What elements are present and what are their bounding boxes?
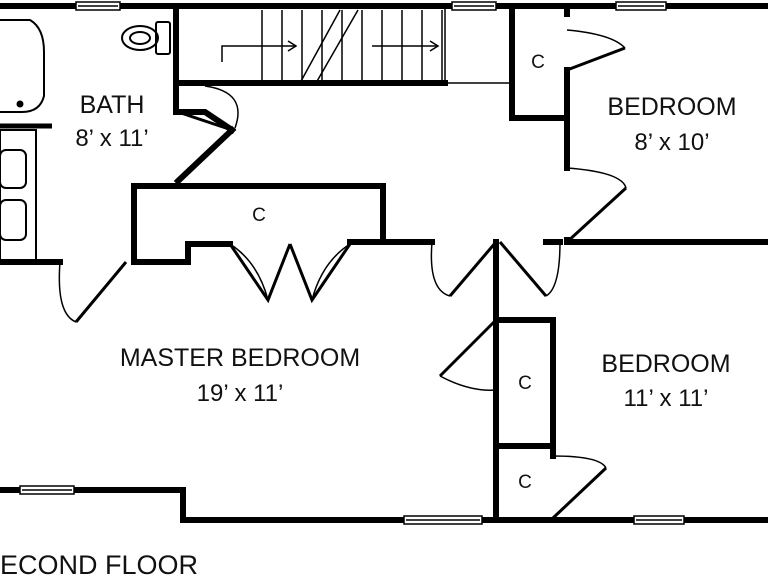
master-size: 19’ x 11’: [197, 380, 284, 407]
bedroom2-size: 11’ x 11’: [624, 385, 709, 412]
bedroom2-name: BEDROOM: [601, 350, 730, 378]
closet-master-label: C: [252, 205, 266, 226]
wall-mid-right-closet: [493, 317, 556, 449]
fixtures: [0, 19, 171, 263]
wall-bath-diag: [173, 125, 237, 186]
bath-name: BATH: [80, 91, 145, 119]
windows: [19, 1, 685, 525]
closet-mid-right-label: C: [518, 373, 532, 394]
wall-master-closet-bottom: [131, 241, 233, 265]
floor-label: ECOND FLOOR: [0, 550, 198, 576]
bath-size: 8’ x 11’: [75, 125, 148, 152]
toilet-tank: [155, 21, 171, 55]
master-name: MASTER BEDROOM: [120, 344, 360, 372]
doors: [58, 29, 628, 520]
toilet-bowl: [121, 25, 159, 51]
stairs: [221, 8, 512, 84]
wall-master-closet: [131, 183, 386, 265]
sink-bottom: [0, 199, 27, 241]
stair-arrow-left: [221, 45, 296, 62]
bedroom1-size: 8’ x 10’: [634, 129, 709, 156]
bathtub: [0, 19, 45, 113]
vanity: [0, 129, 37, 263]
sink-top: [0, 149, 27, 189]
wall-upper-closet: [509, 5, 570, 121]
closet-lower-right-label: C: [518, 472, 532, 493]
walls: [0, 3, 768, 523]
closet-upper-label: C: [531, 52, 545, 73]
wall-bath-corridor: [173, 109, 237, 135]
bedroom1-name: BEDROOM: [607, 93, 736, 121]
